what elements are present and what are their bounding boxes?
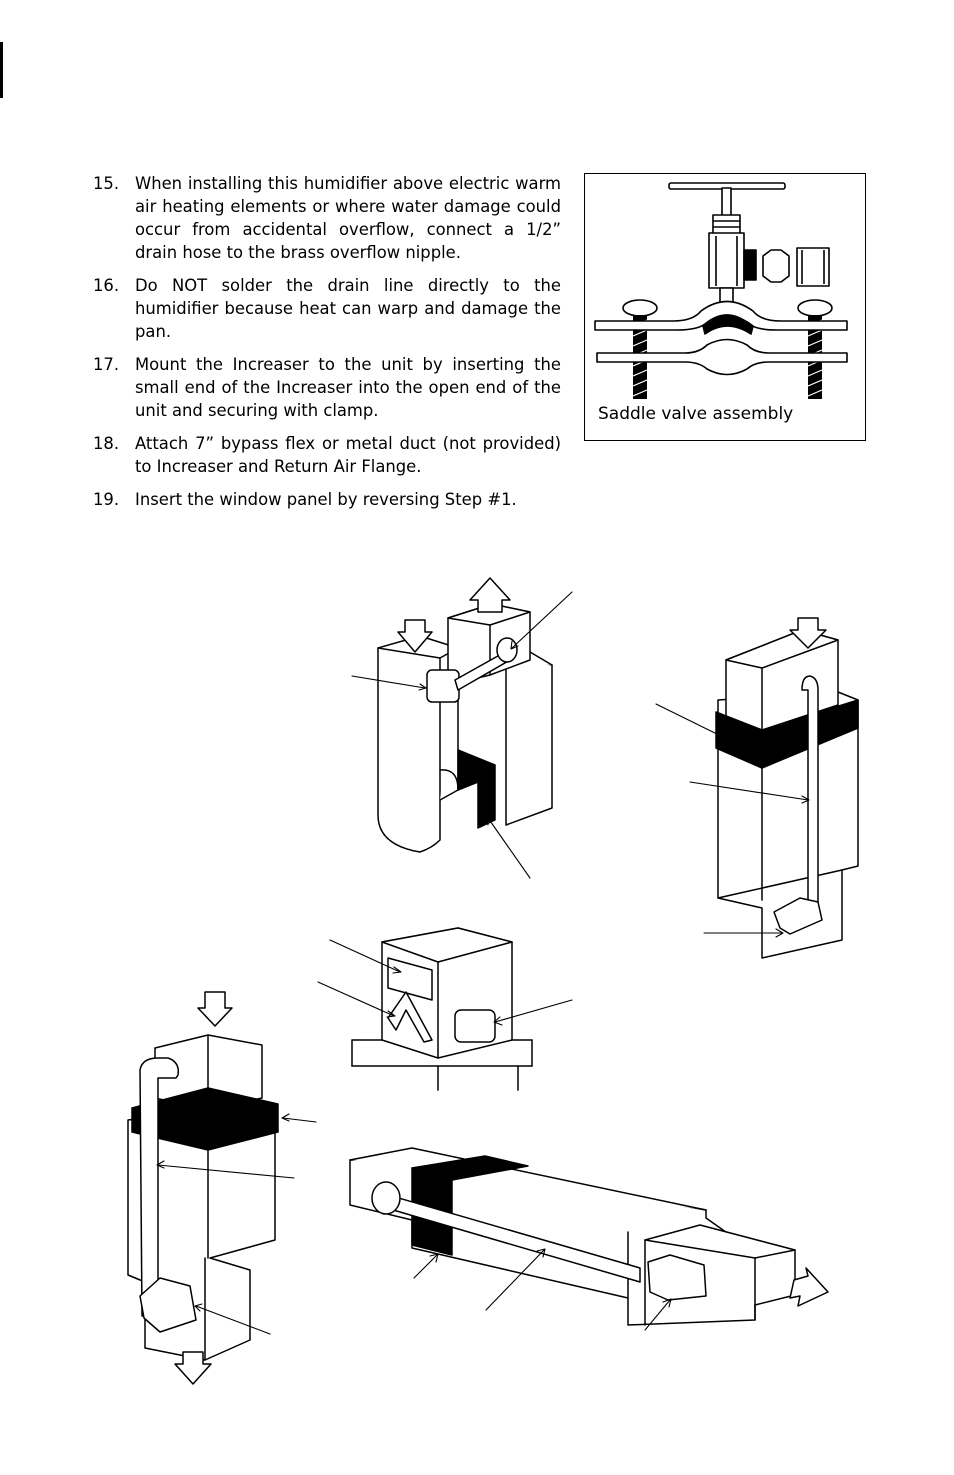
step-item: 18. Attach 7” bypass flex or metal duct … xyxy=(93,432,561,478)
installation-diagrams xyxy=(127,577,859,1385)
humidifier-box-diagram xyxy=(317,927,573,1091)
step-item: 19. Insert the window panel by reversing… xyxy=(93,488,561,511)
installation-steps: 15. When installing this humidifier abov… xyxy=(93,172,561,521)
step-item: 17. Mount the Increaser to the unit by i… xyxy=(93,353,561,422)
step-item: 15. When installing this humidifier abov… xyxy=(93,172,561,264)
u-plenum-diagram xyxy=(351,577,573,879)
horizontal-unit-diagram xyxy=(349,1147,829,1331)
step-number: 17. xyxy=(93,355,120,374)
figure-caption: Saddle valve assembly xyxy=(598,404,794,424)
page-margin-bar xyxy=(0,42,3,98)
step-number: 16. xyxy=(93,276,120,295)
saddle-valve-figure: Saddle valve assembly xyxy=(584,173,866,441)
step-number: 18. xyxy=(93,434,120,453)
downflow-unit-diagram xyxy=(127,991,317,1385)
step-number: 15. xyxy=(93,174,120,193)
step-text: Do NOT solder the drain line directly to… xyxy=(135,276,561,341)
saddle-valve-illustration xyxy=(594,182,848,399)
step-text: When installing this humidifier above el… xyxy=(135,174,561,262)
vertical-unit-diagram xyxy=(655,617,859,959)
step-item: 16. Do NOT solder the drain line directl… xyxy=(93,274,561,343)
step-text: Attach 7” bypass flex or metal duct (not… xyxy=(135,434,561,476)
step-text: Insert the window panel by reversing Ste… xyxy=(135,490,517,509)
step-text: Mount the Increaser to the unit by inser… xyxy=(135,355,561,420)
step-number: 19. xyxy=(93,490,120,509)
